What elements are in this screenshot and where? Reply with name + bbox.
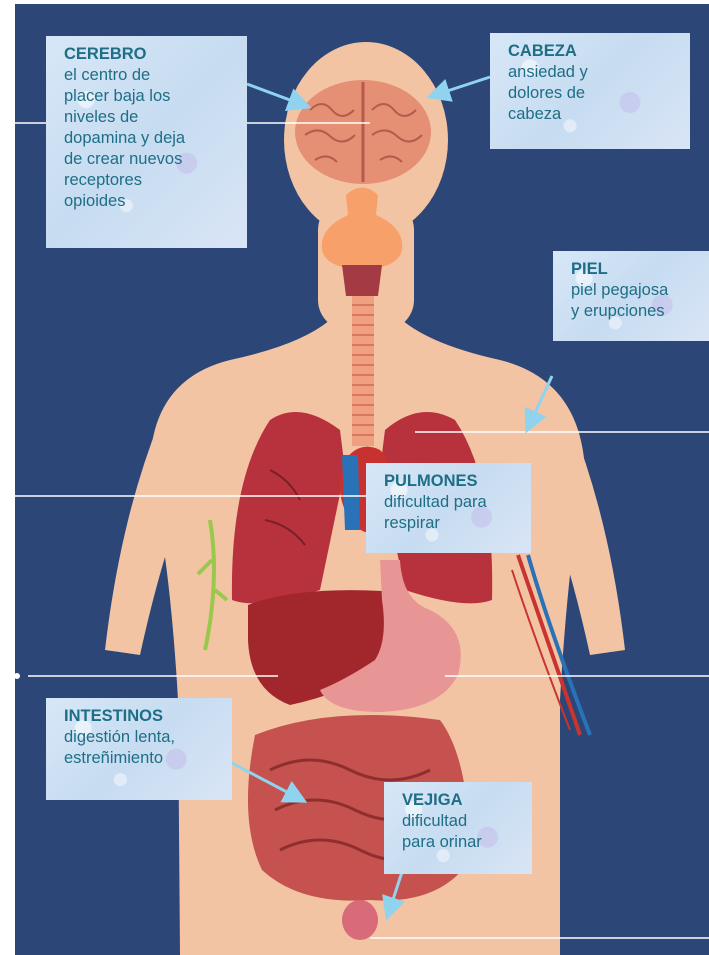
trachea	[352, 296, 374, 446]
label-piel: PIEL piel pegajosa y erupciones	[553, 251, 709, 341]
label-cabeza: CABEZA ansiedad y dolores de cabeza	[490, 33, 690, 149]
label-intestinos: INTESTINOS digestión lenta, estreñimient…	[46, 698, 232, 800]
label-piel-title: PIEL	[571, 259, 701, 280]
label-cerebro: CEREBRO el centro de placer baja los niv…	[46, 36, 247, 248]
label-vejiga: VEJIGA dificultad para orinar	[384, 782, 532, 874]
label-vejiga-desc: dificultad para orinar	[402, 811, 524, 853]
label-intestinos-title: INTESTINOS	[64, 706, 224, 727]
brain	[295, 80, 431, 184]
label-piel-desc: piel pegajosa y erupciones	[571, 280, 701, 322]
label-cabeza-desc: ansiedad y dolores de cabeza	[508, 62, 682, 125]
label-vejiga-title: VEJIGA	[402, 790, 524, 811]
label-intestinos-desc: digestión lenta, estreñimiento	[64, 727, 224, 769]
label-pulmones-title: PULMONES	[384, 471, 523, 492]
label-pulmones: PULMONES dificultad para respirar	[366, 463, 531, 553]
pointer-dot	[14, 673, 20, 679]
label-cerebro-title: CEREBRO	[64, 44, 239, 65]
label-cerebro-desc: el centro de placer baja los niveles de …	[64, 65, 239, 212]
label-pulmones-desc: dificultad para respirar	[384, 492, 523, 534]
bladder	[342, 900, 378, 940]
label-cabeza-title: CABEZA	[508, 41, 682, 62]
